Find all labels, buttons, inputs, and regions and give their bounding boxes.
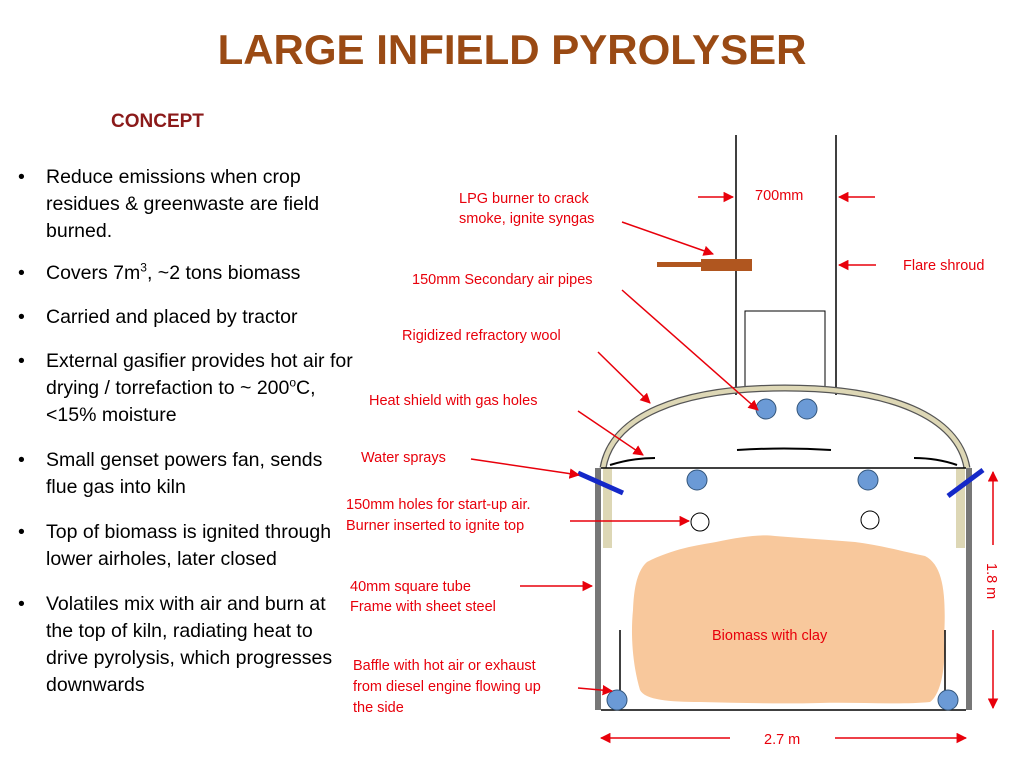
secondary-air-pipe-2 <box>796 398 818 420</box>
upper-pipe-left <box>686 469 708 491</box>
label-baffle-line3: the side <box>353 700 404 716</box>
callout-water-sprays-arrow <box>470 458 581 479</box>
label-lpg-line1: LPG burner to crack <box>459 191 589 207</box>
bullet-item: •Volatiles mix with air and burn at the … <box>18 593 333 696</box>
bullet-item: •Carried and placed by tractor <box>18 306 298 328</box>
callout-refractory-arrow <box>597 351 651 404</box>
label-height-18: 1.8 m <box>983 563 999 599</box>
flue-box <box>744 310 826 392</box>
callout-heat-shield-arrow <box>577 410 644 456</box>
label-heat-shield: Heat shield with gas holes <box>369 393 537 409</box>
page-title: LARGE INFIELD PYROLYSER <box>217 26 807 73</box>
dome-outline <box>599 384 971 469</box>
bullet-item: •Reduce emissions when crop residues & g… <box>18 166 320 242</box>
heat-shield-left <box>609 457 656 466</box>
bullet-item: •Top of biomass is ignited through lower… <box>18 521 332 570</box>
callout-lpg-arrow <box>621 221 714 256</box>
label-flare-shroud: Flare shroud <box>903 258 984 274</box>
bullet-item: •Small genset powers fan, sends flue gas… <box>18 449 323 498</box>
label-tube-line1: 40mm square tube <box>350 579 471 595</box>
label-refractory: Rigidized refractory wool <box>402 328 561 344</box>
label-secondary-air: 150mm Secondary air pipes <box>412 272 593 288</box>
heat-shield-center <box>736 447 832 451</box>
callout-secondary-air-arrow <box>621 289 759 411</box>
label-holes-line2: Burner inserted to ignite top <box>346 518 524 534</box>
label-water-sprays: Water sprays <box>361 450 446 466</box>
lower-pipe-right <box>937 689 959 711</box>
bullet-item: •External gasifier provides hot air for … <box>18 350 353 426</box>
refractory-side-right <box>956 468 965 548</box>
lower-pipe-left <box>606 689 628 711</box>
callout-baffle-arrow <box>577 684 614 696</box>
startup-air-hole-right <box>860 510 880 530</box>
label-baffle-line1: Baffle with hot air or exhaust <box>353 658 536 674</box>
startup-air-hole-left <box>690 512 710 532</box>
label-tube-line2: Frame with sheet steel <box>350 599 496 615</box>
frame-left <box>595 468 601 710</box>
water-spray-left <box>576 470 625 496</box>
biomass-pile <box>631 535 945 704</box>
label-baffle-line2: from diesel engine flowing up <box>353 679 541 695</box>
label-holes-line1: 150mm holes for start-up air. <box>346 497 531 513</box>
lpg-burner-body <box>701 259 752 271</box>
bullet-item: •Covers 7m3, ~2 tons biomass <box>18 260 301 285</box>
upper-pipe-right <box>857 469 879 491</box>
label-biomass: Biomass with clay <box>712 628 828 644</box>
lpg-burner-pipe <box>657 262 701 267</box>
heat-shield-right <box>913 457 958 466</box>
water-spray-right <box>946 467 985 499</box>
label-lpg-line2: smoke, ignite syngas <box>459 211 594 227</box>
secondary-air-pipe-1 <box>755 398 777 420</box>
label-700mm: 700mm <box>755 188 803 204</box>
bullet-list: •Reduce emissions when crop residues & g… <box>18 164 353 717</box>
refractory-wool <box>600 385 970 469</box>
refractory-side-left <box>603 468 612 548</box>
frame-right <box>966 468 972 710</box>
label-width-27: 2.7 m <box>764 732 800 748</box>
page-subtitle: CONCEPT <box>111 111 204 132</box>
